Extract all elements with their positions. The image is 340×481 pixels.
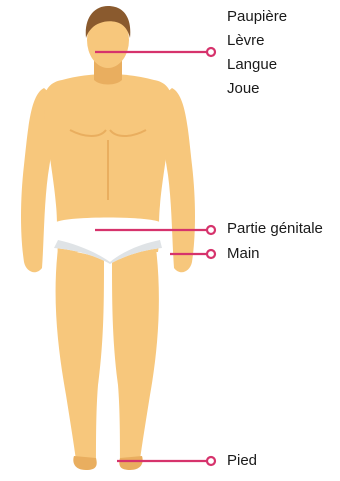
label-foot: Pied (227, 449, 257, 473)
leader-dot-hand (207, 250, 215, 258)
label-hand: Main (227, 242, 260, 266)
left-leg (56, 248, 104, 462)
leader-dot-foot (207, 457, 215, 465)
left-foot (73, 456, 96, 470)
label-cheek: Joue (227, 77, 287, 101)
right-leg (112, 248, 159, 462)
leader-dot-head (207, 48, 215, 56)
right-foot (119, 456, 142, 470)
label-tongue: Langue (227, 53, 287, 77)
label-genital: Partie génitale (227, 217, 323, 241)
head-labels: Paupière Lèvre Langue Joue (227, 5, 287, 101)
label-eyelid: Paupière (227, 5, 287, 29)
label-lip: Lèvre (227, 29, 287, 53)
leader-dot-genital (207, 226, 215, 234)
